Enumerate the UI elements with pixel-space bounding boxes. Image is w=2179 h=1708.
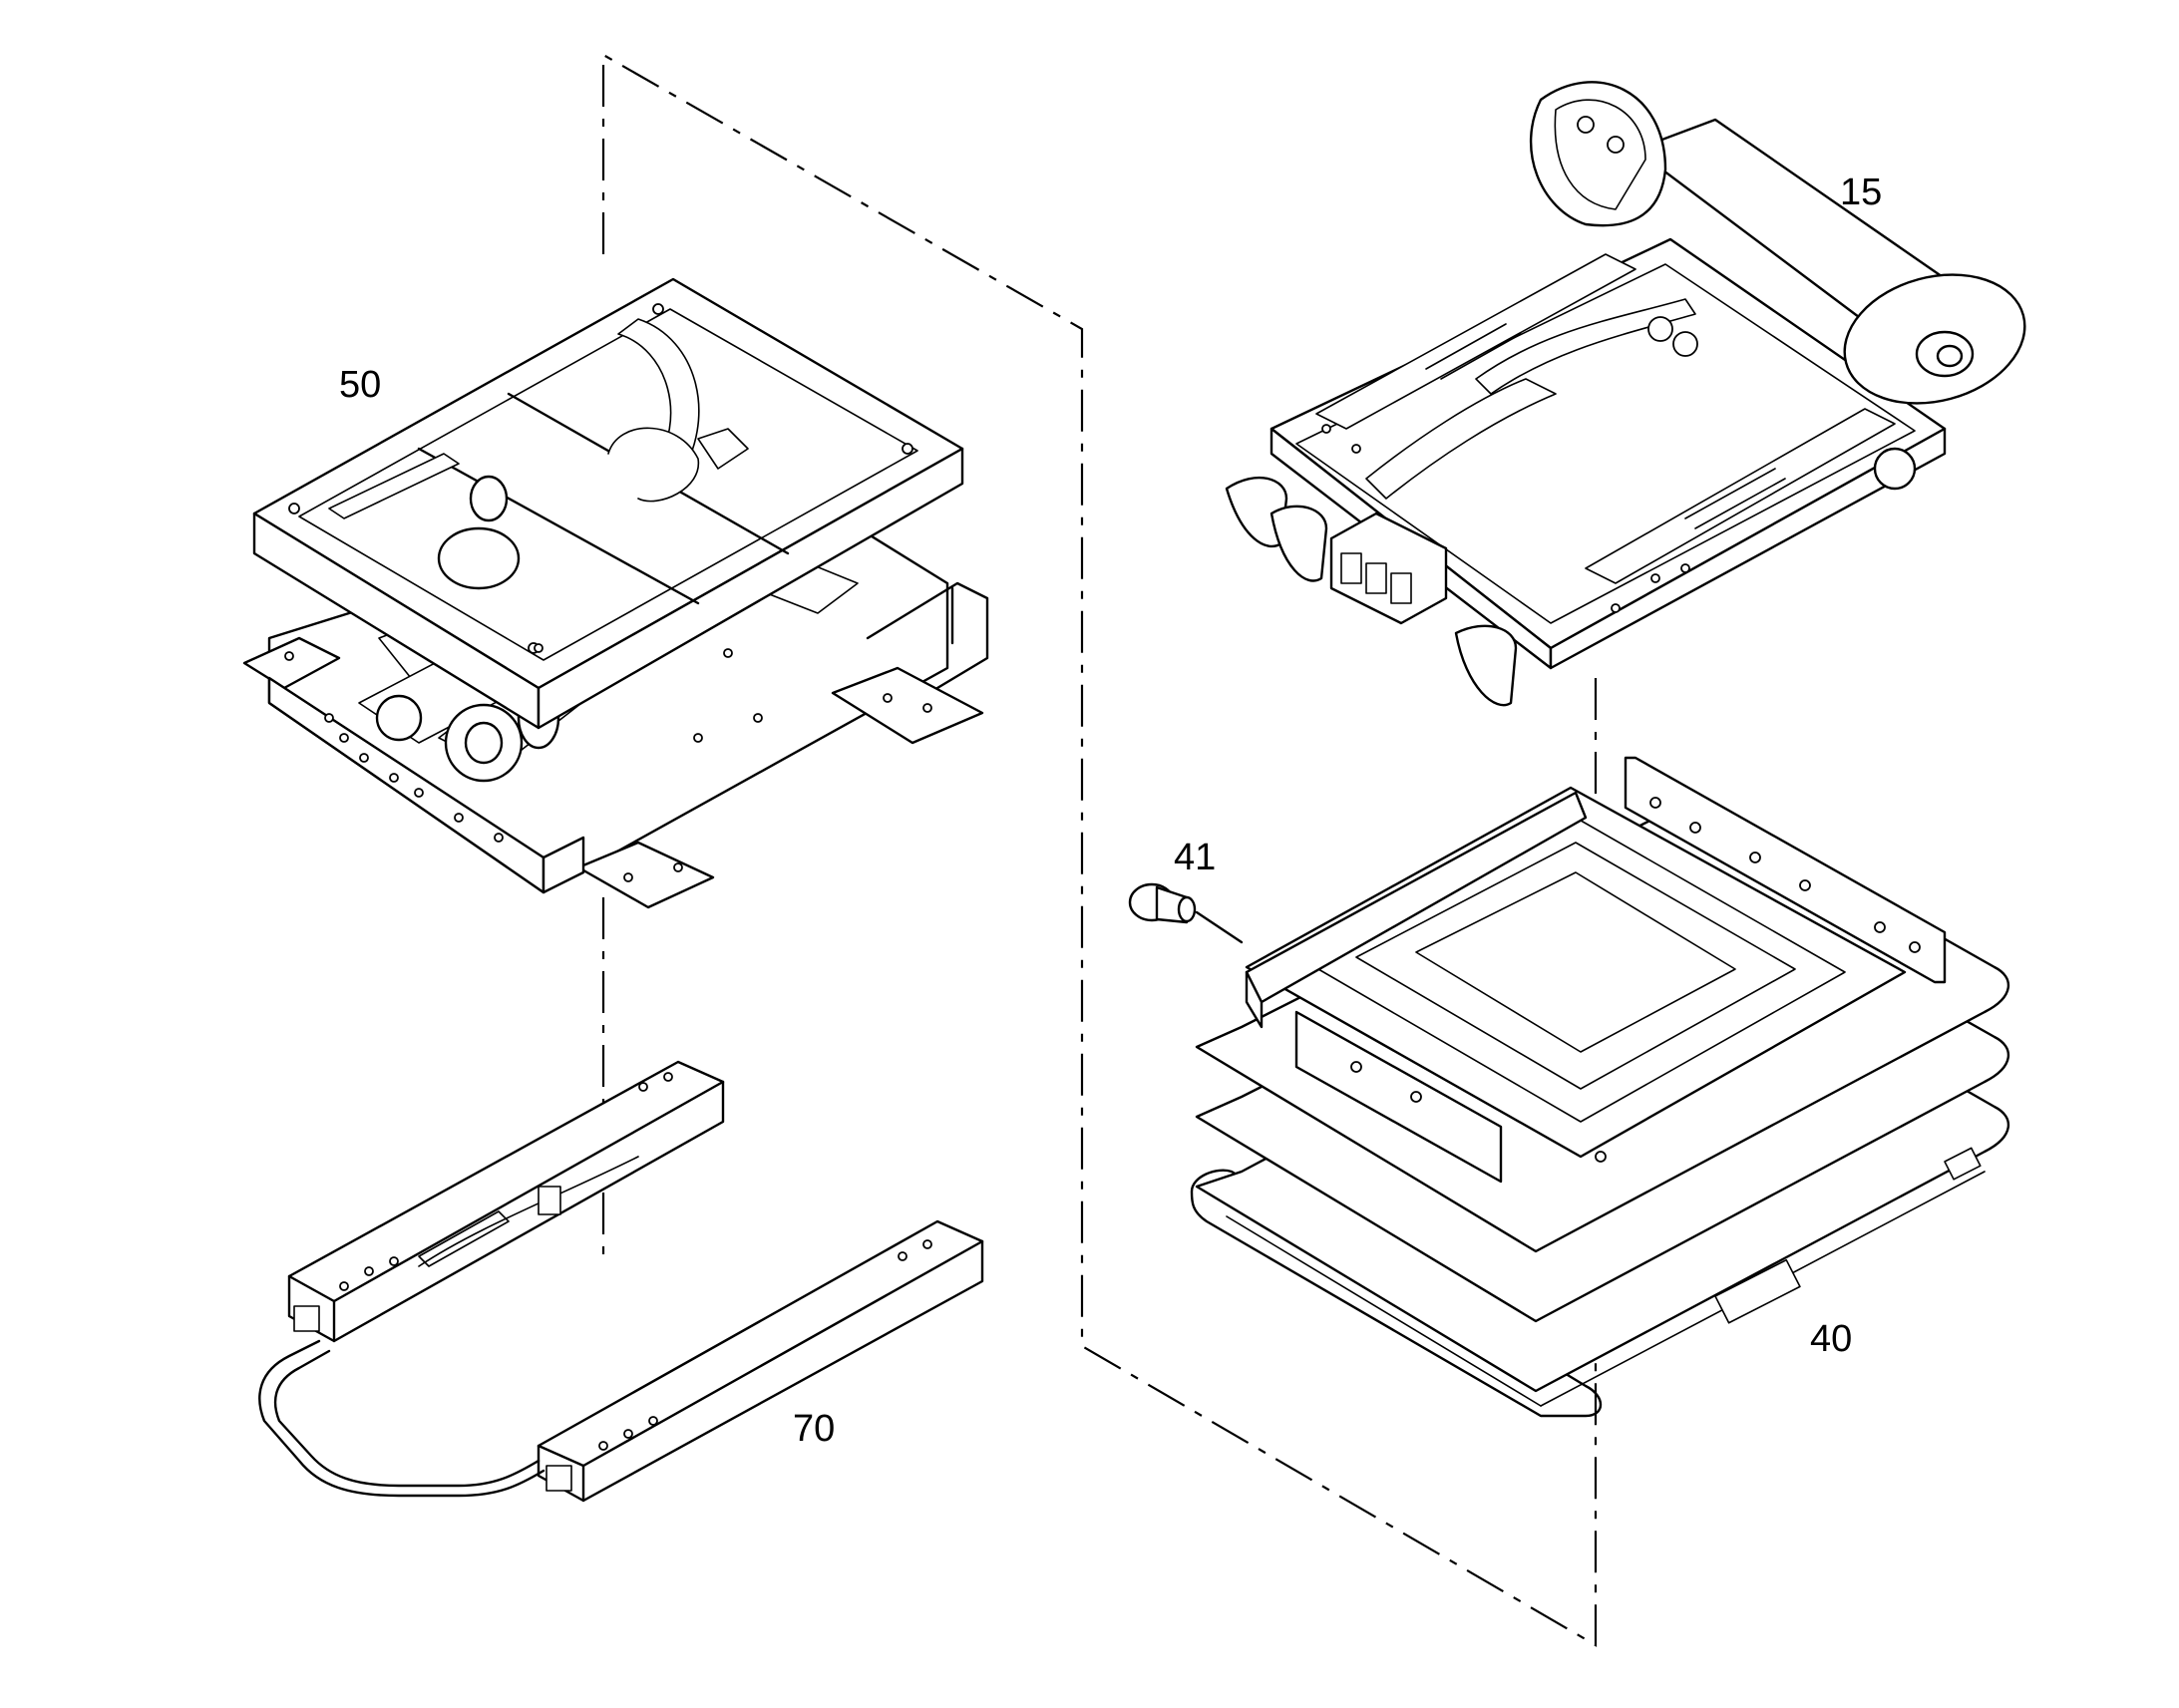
callout-15: 15 <box>1840 171 1882 213</box>
part-50-suspension[interactable] <box>242 277 989 909</box>
callout-labels: 15 50 41 40 70 <box>339 171 1882 1450</box>
part-15-seat-frame[interactable] <box>1225 81 2039 707</box>
callout-40: 40 <box>1810 1318 1852 1360</box>
callout-50: 50 <box>339 364 381 406</box>
part-70-slide-rails[interactable] <box>258 1060 984 1503</box>
callout-41: 41 <box>1174 837 1216 878</box>
part-40-bellows[interactable] <box>1190 756 2010 1418</box>
callout-70: 70 <box>793 1408 835 1450</box>
part-41-rivet[interactable] <box>1128 882 1244 944</box>
